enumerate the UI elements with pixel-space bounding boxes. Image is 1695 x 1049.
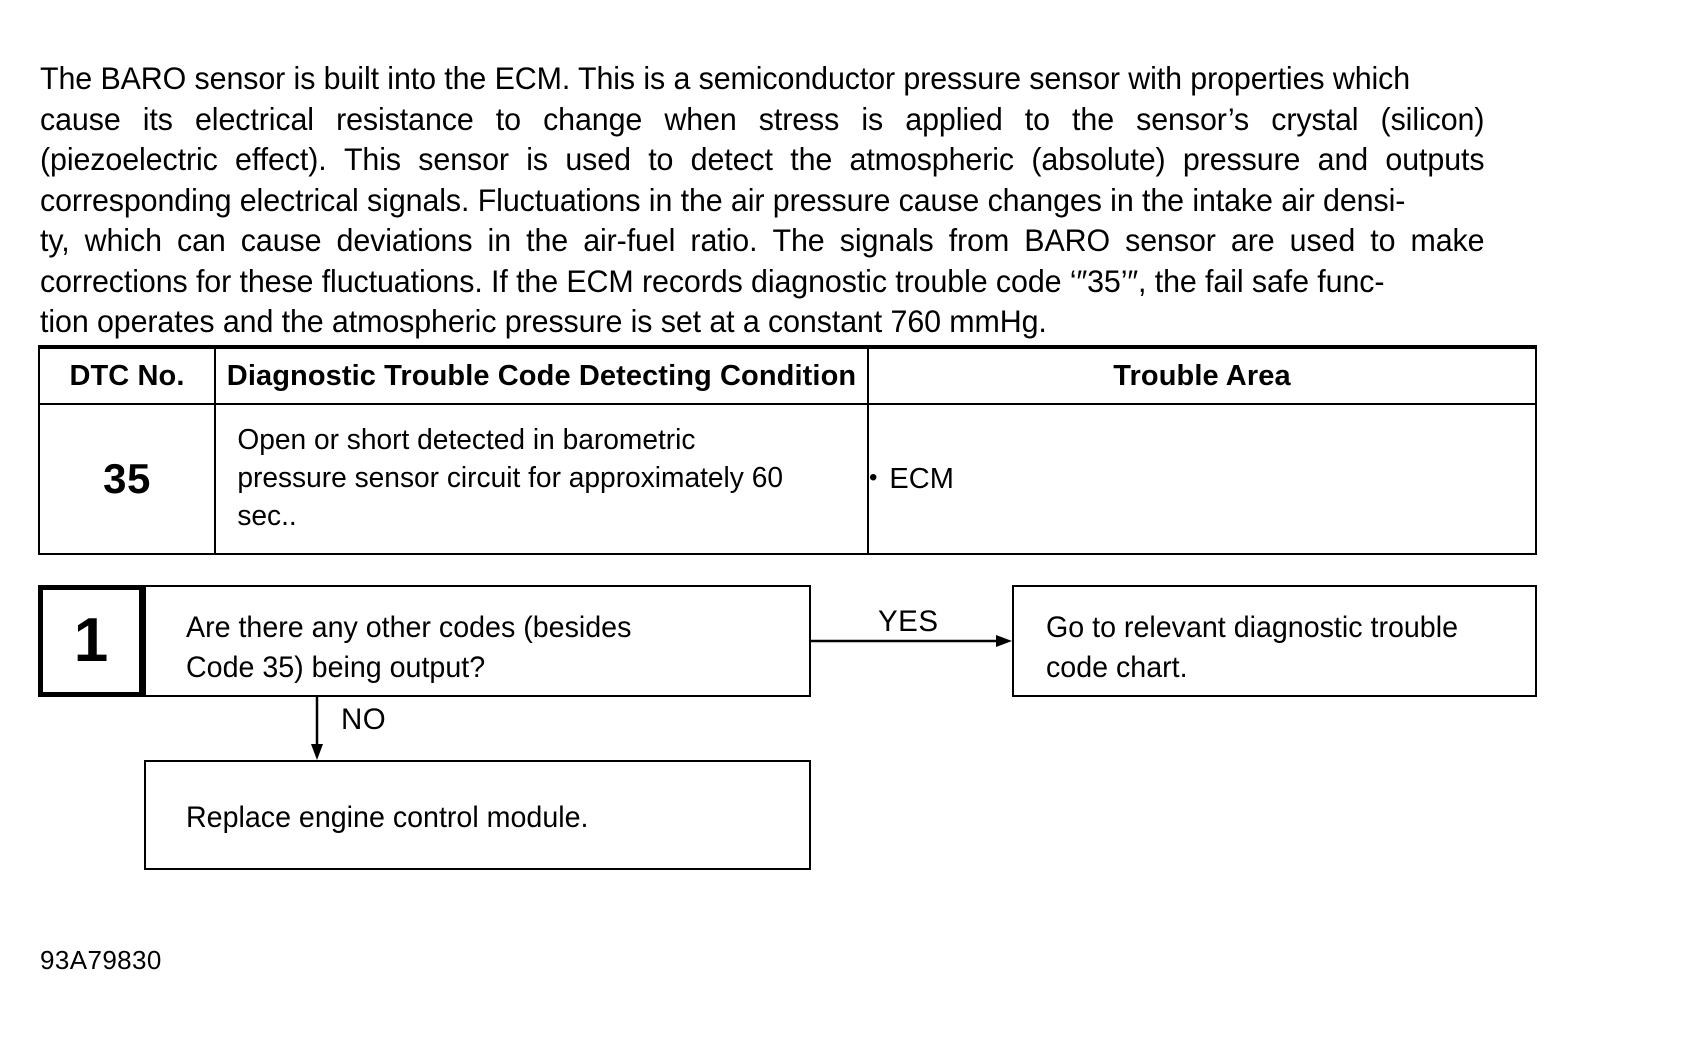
yes-result-box: Go to relevant diagnostic trouble code c… (1012, 585, 1537, 697)
question-line-1: Are there any other codes (besides (186, 611, 632, 644)
no-branch-label: NO (341, 703, 387, 736)
intro-line-7: tion operates and the atmospheric pressu… (40, 303, 1047, 339)
intro-line-1: The BARO sensor is built into the ECM. T… (40, 60, 1411, 96)
column-header-trouble-area: Trouble Area (867, 345, 1537, 405)
question-box: Are there any other codes (besides Code … (144, 585, 811, 697)
cell-trouble-area: • ECM (867, 403, 1537, 555)
no-result-box: Replace engine control module. (144, 760, 811, 870)
table-header-row: DTC No. Diagnostic Trouble Code Detectin… (38, 345, 1537, 405)
no-result-line-1: Replace engine control module. (186, 801, 589, 834)
yes-result-line-2: code chart. (1046, 651, 1188, 684)
column-header-dtc-no: DTC No. (38, 345, 216, 405)
no-arrowhead-icon (311, 744, 323, 760)
condition-line-1: Open or short detected in barometric (237, 424, 696, 456)
step-number-box: 1 (38, 585, 144, 697)
cell-dtc-number: 35 (38, 403, 216, 555)
intro-line-4: corresponding electrical signals. Fluctu… (40, 181, 1406, 218)
step-number: 1 (73, 606, 109, 675)
column-header-detecting-condition: Diagnostic Trouble Code Detecting Condit… (214, 345, 869, 405)
trouble-area-text: ECM (889, 462, 954, 495)
condition-line-3: sec.. (237, 500, 297, 532)
intro-paragraph: The BARO sensor is built into the ECM. T… (40, 58, 1485, 342)
table-row: 35 Open or short detected in barometric … (38, 403, 1537, 555)
bullet-icon: • (869, 463, 878, 491)
cell-detecting-condition: Open or short detected in barometric pre… (214, 403, 869, 555)
yes-result-line-1: Go to relevant diagnostic trouble (1046, 611, 1458, 644)
yes-branch-label: YES (878, 605, 939, 638)
question-line-2: Code 35) being output? (186, 651, 486, 684)
reference-code: 93A79830 (40, 945, 162, 975)
dtc-table: DTC No. Diagnostic Trouble Code Detectin… (38, 345, 1537, 555)
intro-line-6: corrections for these fluctuations. If t… (40, 262, 1385, 299)
yes-arrowhead-icon (996, 635, 1012, 647)
condition-line-2: pressure sensor circuit for approximatel… (237, 462, 783, 494)
